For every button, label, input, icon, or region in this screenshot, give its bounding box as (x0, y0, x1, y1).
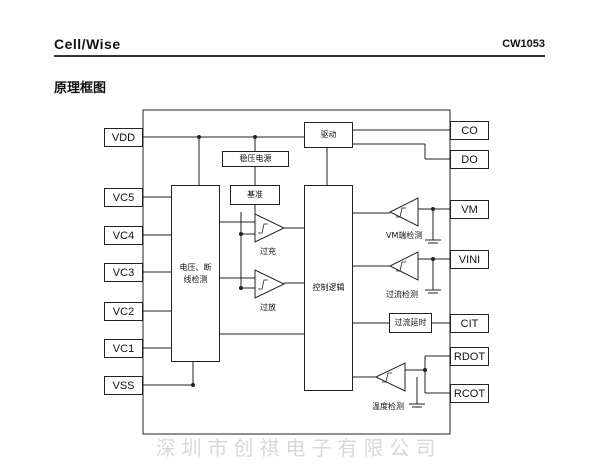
part-number: CW1053 (502, 38, 545, 50)
pin-rdot: RDOT (450, 347, 489, 366)
temp-detect-label: 温度检测 (372, 402, 404, 411)
pin-do: DO (450, 150, 489, 169)
pin-vc5: VC5 (104, 188, 143, 207)
pin-vm: VM (450, 200, 489, 219)
overcurrent-comparator (388, 251, 419, 281)
pin-vss: VSS (104, 376, 143, 395)
vm-detect-label: VM端检测 (386, 231, 423, 240)
pin-co: CO (450, 121, 489, 140)
pin-cit: CIT (450, 314, 489, 333)
pin-rcot: RCOT (450, 384, 489, 403)
pin-vc4: VC4 (104, 226, 143, 245)
pin-vc3: VC3 (104, 263, 143, 282)
overcharge-label: 过充 (260, 247, 276, 256)
voltage-detect-block: 电压、断线检测 (171, 185, 220, 362)
watermark: 深圳市创祺电子有限公司 (155, 436, 442, 460)
drive-block: 驱动 (304, 122, 353, 148)
overcurrent-delay-block: 过流延时 (389, 313, 432, 333)
overcurrent-detect-label: 过流检测 (386, 290, 418, 299)
pin-vdd: VDD (104, 128, 143, 147)
reference-block: 基准 (230, 185, 280, 205)
overcharge-comparator (254, 213, 286, 243)
pin-vc2: VC2 (104, 302, 143, 321)
header-divider (54, 55, 545, 57)
section-title: 原理框图 (54, 81, 107, 96)
control-logic-block: 控制逻辑 (304, 185, 353, 391)
regulator-block: 稳压电源 (222, 151, 289, 167)
overdischarge-label: 过放 (260, 303, 276, 312)
company-logo: Cell/Wise (54, 36, 121, 52)
pin-vini: VINI (450, 250, 489, 269)
overdischarge-comparator (254, 269, 286, 299)
pin-vc1: VC1 (104, 339, 143, 358)
temp-comparator (374, 362, 406, 392)
vm-comparator (388, 197, 419, 227)
